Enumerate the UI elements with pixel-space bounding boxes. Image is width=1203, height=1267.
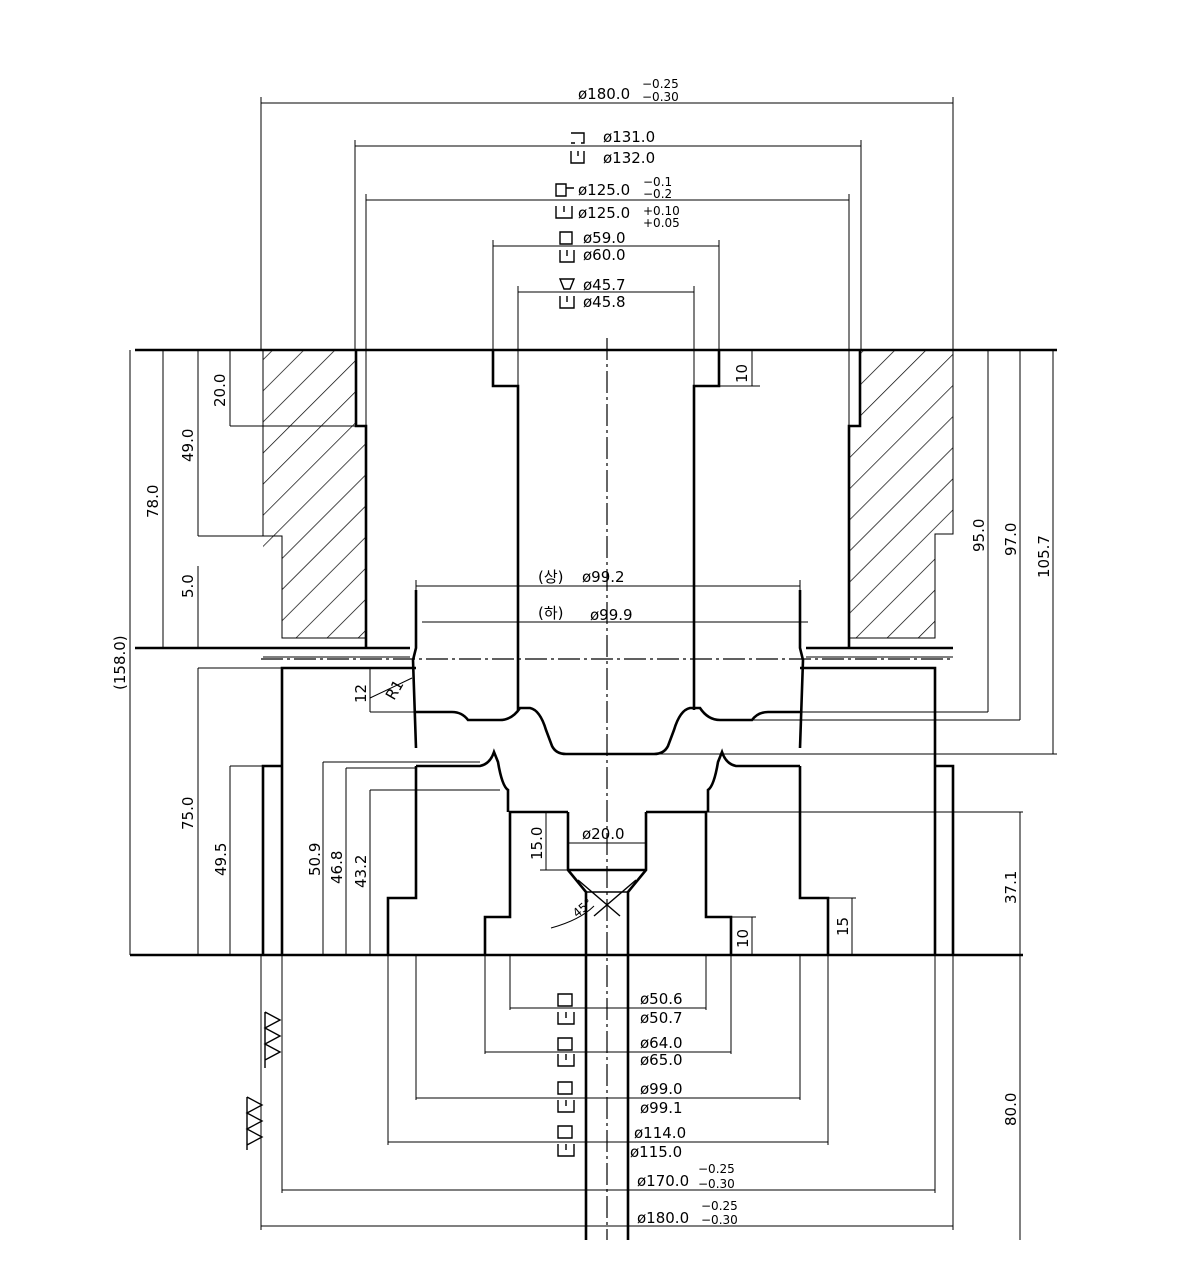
d170-label: ø170.0 — [637, 1172, 689, 1190]
h509-label: 50.9 — [306, 843, 324, 876]
h15-label: 15 — [834, 917, 852, 936]
left-dimensions: (158.0) 78.0 49.0 20.0 5.0 12 R1 75.0 49… — [111, 350, 500, 955]
d125b-tol-upper: +0.10 — [643, 204, 680, 218]
upper-die-hatch — [263, 350, 953, 638]
part-symbol-icon — [557, 1144, 575, 1157]
d650-label: ø65.0 — [640, 1051, 683, 1069]
d132-label: ø132.0 — [603, 149, 655, 167]
d180-bottom-tol-upper: −0.25 — [701, 1199, 738, 1213]
h432-label: 43.2 — [352, 855, 370, 888]
d506-label: ø50.6 — [640, 990, 683, 1008]
part-symbol-icon — [557, 1037, 573, 1051]
part-symbol-icon — [557, 1054, 575, 1067]
h1057-label: 105.7 — [1035, 535, 1053, 578]
top-dimensions: ø180.0 −0.25 −0.30 ø131.0 ø132.0 ø125.0 … — [260, 77, 954, 426]
d180-top-tol-lower: −0.30 — [642, 90, 679, 104]
d991-label: ø99.1 — [640, 1099, 683, 1117]
surface-finish-icon — [263, 1011, 282, 1068]
part-symbol-icon — [557, 1100, 575, 1113]
lower-part-symbol-icon — [570, 151, 585, 164]
h78-label: 78.0 — [144, 485, 162, 518]
d125a-label: ø125.0 — [578, 181, 630, 199]
upper-part-symbol-icon — [571, 132, 585, 144]
h371-label: 37.1 — [1002, 871, 1020, 904]
h150-label: 15.0 — [528, 827, 546, 860]
h10-top-label: 10 — [733, 364, 751, 383]
part-symbol-icon — [557, 993, 573, 1007]
upper-die-outline — [135, 348, 1057, 658]
punch-outline — [411, 350, 805, 756]
d125b-tol-lower: +0.05 — [643, 216, 680, 230]
lower-label: (하) — [538, 604, 564, 622]
h12-label: 12 — [352, 684, 370, 703]
surface-finish-symbols — [245, 1011, 282, 1150]
part-symbol-icon — [559, 250, 575, 263]
d125a-tol-lower: −0.2 — [643, 187, 672, 201]
d180-top-tol-upper: −0.25 — [642, 77, 679, 91]
d999-label: ø99.9 — [590, 606, 633, 624]
d1140-label: ø114.0 — [634, 1124, 686, 1142]
part-symbol-icon — [559, 296, 575, 309]
d20-label: ø20.0 — [582, 825, 625, 843]
h49-label: 49.0 — [179, 429, 197, 462]
right-dimensions: 10 95.0 97.0 105.7 37.1 15 10 80.0 — [646, 350, 1057, 1240]
d180-top-label: ø180.0 — [578, 85, 630, 103]
angle-label: 45° — [570, 896, 595, 920]
r1-label: R1 — [382, 677, 408, 703]
part-symbol-icon — [555, 206, 573, 219]
d180-bottom-tol-lower: −0.30 — [701, 1213, 738, 1227]
d640-label: ø64.0 — [640, 1034, 683, 1052]
surface-finish-icon — [245, 1096, 264, 1150]
h158-label: (158.0) — [111, 635, 129, 690]
d1150-label: ø115.0 — [630, 1143, 682, 1161]
part-symbol-icon — [557, 1012, 575, 1025]
h5-label: 5.0 — [179, 574, 197, 598]
part-symbol-icon — [559, 231, 573, 245]
d457-label: ø45.7 — [583, 276, 626, 294]
part-symbol-icon — [555, 183, 574, 197]
d992-label: ø99.2 — [582, 568, 625, 586]
h20-label: 20.0 — [211, 374, 229, 407]
d59-label: ø59.0 — [583, 229, 626, 247]
h10-low-label: 10 — [734, 929, 752, 948]
part-symbol-icon — [557, 1081, 573, 1095]
d990-label: ø99.0 — [640, 1080, 683, 1098]
h950-label: 95.0 — [970, 519, 988, 552]
h75-label: 75.0 — [179, 797, 197, 830]
d507-label: ø50.7 — [640, 1009, 683, 1027]
h970-label: 97.0 — [1002, 523, 1020, 556]
d458-label: ø45.8 — [583, 293, 626, 311]
d170-tol-lower: −0.30 — [698, 1177, 735, 1191]
part-symbol-icon — [558, 278, 576, 290]
h468-label: 46.8 — [328, 851, 346, 884]
ejector-pin — [550, 812, 648, 1240]
h495-label: 49.5 — [212, 843, 230, 876]
d125a-tol-upper: −0.1 — [643, 175, 672, 189]
d170-tol-upper: −0.25 — [698, 1162, 735, 1176]
middle-dimensions: (상) ø99.2 (하) ø99.9 15.0 ø20.0 45° — [415, 568, 808, 920]
part-symbol-icon — [557, 1125, 573, 1139]
center-lines — [261, 338, 953, 1240]
d180-bottom-label: ø180.0 — [637, 1209, 689, 1227]
bottom-dimensions: ø50.6 ø50.7 ø64.0 ø65.0 ø99.0 ø99.1 ø114… — [260, 955, 954, 1230]
d131-label: ø131.0 — [603, 128, 655, 146]
upper-label: (상) — [538, 568, 564, 586]
h800-label: 80.0 — [1002, 1093, 1020, 1126]
d60-label: ø60.0 — [583, 246, 626, 264]
d125b-label: ø125.0 — [578, 204, 630, 222]
